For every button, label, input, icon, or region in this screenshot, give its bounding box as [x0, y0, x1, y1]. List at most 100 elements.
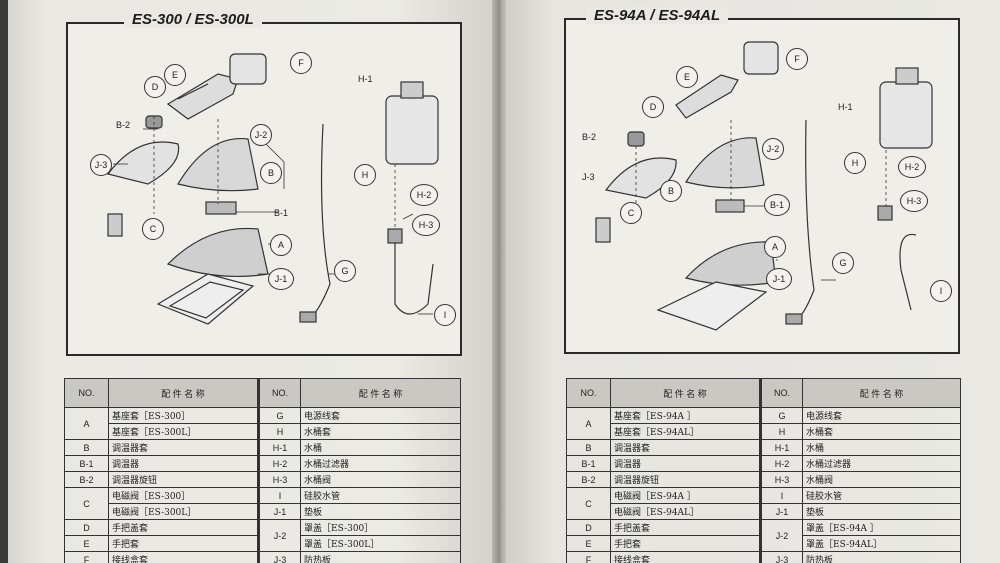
- left-label-h1: H-1: [358, 74, 373, 84]
- header-no: NO.: [257, 378, 301, 408]
- header-name: 配 件 名 称: [108, 378, 259, 408]
- part-code: D: [64, 519, 109, 536]
- part-name: 调温器套: [610, 439, 761, 456]
- part-code: B: [64, 439, 109, 456]
- right-callout-d: D: [642, 96, 664, 118]
- part-name: 硅胶水管: [802, 487, 961, 504]
- table-row: D 手把盖套 J-2 罩盖［ES-300］: [64, 519, 461, 552]
- part-name: 水桶套: [802, 423, 961, 440]
- left-label-b2: B-2: [116, 120, 131, 130]
- part-name: 罩盖［ES-94A ］: [802, 519, 961, 536]
- table-row: C 电磁阀［ES-94A ］ I 硅胶水管: [566, 487, 961, 520]
- right-callout-g: G: [832, 252, 854, 274]
- right-callout-f: F: [786, 48, 808, 70]
- left-callout-d: D: [144, 76, 166, 98]
- part-code: H-1: [257, 439, 301, 456]
- part-name: 垫板: [300, 503, 461, 520]
- left-callout-h: H: [354, 164, 376, 186]
- left-callout-j1: J-1: [268, 268, 294, 290]
- table-row: C 电磁阀［ES-300］ I 硅胶水管: [64, 487, 461, 520]
- part-name: 手把套: [108, 535, 259, 552]
- part-name: 接线盒套: [610, 551, 761, 563]
- part-code: J-2: [257, 519, 301, 552]
- part-name: 水桶过滤器: [802, 455, 961, 472]
- part-name: 电磁阀［ES-94A ］: [610, 487, 761, 504]
- right-exploded-diagram: [595, 41, 933, 331]
- left-label-b1: B-1: [274, 208, 289, 218]
- part-name: 电源线套: [300, 407, 461, 424]
- right-callout-b1: B-1: [764, 194, 790, 216]
- part-name: 罩盖［ES-300L］: [300, 535, 461, 552]
- part-code: H: [759, 423, 803, 440]
- part-name: 基座套［ES-300］: [108, 407, 259, 424]
- left-callout-h2: H-2: [410, 184, 438, 206]
- table-row: F 接线盒套 J-3 防热板: [64, 551, 461, 563]
- part-code: I: [759, 487, 803, 504]
- header-no: NO.: [64, 378, 109, 408]
- table-header-row: NO. 配 件 名 称 NO. 配 件 名 称: [566, 378, 961, 408]
- part-name: 调温器: [610, 455, 761, 472]
- table-header-row: NO. 配 件 名 称 NO. 配 件 名 称: [64, 378, 461, 408]
- right-page: ES-94A / ES-94AL: [506, 0, 1000, 563]
- right-callout-h: H: [844, 152, 866, 174]
- right-diagram-frame: ES-94A / ES-94AL: [564, 7, 960, 354]
- right-callout-j1: J-1: [766, 268, 792, 290]
- left-diagram-frame: ES-300 / ES-300L: [66, 11, 462, 356]
- table-row: A 基座套［ES-94A ］ G 电源线套: [566, 407, 961, 440]
- part-code: G: [257, 407, 301, 424]
- part-code: J-3: [257, 551, 301, 563]
- part-name: 水桶: [802, 439, 961, 456]
- table-row: 基座套［ES-94AL］ H 水桶套: [567, 423, 961, 440]
- left-callout-e: E: [164, 64, 186, 86]
- header-no: NO.: [566, 378, 611, 408]
- right-callout-e: E: [676, 66, 698, 88]
- table-row: B-1 调温器 H-2 水桶过滤器: [64, 455, 461, 472]
- left-callout-a: A: [270, 234, 292, 256]
- right-callout-j2: J-2: [762, 138, 784, 160]
- part-code: H-2: [257, 455, 301, 472]
- part-code: D: [566, 519, 611, 536]
- part-code: F: [566, 551, 611, 563]
- part-code: B-1: [566, 455, 611, 472]
- part-code: C: [64, 487, 109, 520]
- part-name: 手把套: [610, 535, 761, 552]
- table-row: B-1 调温器 H-2 水桶过滤器: [566, 455, 961, 472]
- part-code: J-3: [759, 551, 803, 563]
- part-name: 水桶套: [300, 423, 461, 440]
- left-page: ES-300 / ES-300L: [8, 0, 494, 563]
- part-code: C: [566, 487, 611, 520]
- right-callout-h3: H-3: [900, 190, 928, 212]
- part-code: B: [566, 439, 611, 456]
- part-name: 电磁阀［ES-94AL］: [610, 503, 761, 520]
- part-code: J-1: [759, 503, 803, 520]
- part-name: 接线盒套: [108, 551, 259, 563]
- part-code: J-2: [759, 519, 803, 552]
- part-code: E: [566, 535, 611, 552]
- left-parts-table: NO. 配 件 名 称 NO. 配 件 名 称 A 基座套［ES-300］ G …: [64, 378, 461, 563]
- part-code: I: [257, 487, 301, 504]
- part-name: 电磁阀［ES-300L］: [108, 503, 259, 520]
- left-callout-f: F: [290, 52, 312, 74]
- part-code: J-1: [257, 503, 301, 520]
- part-name: 水桶阀: [802, 471, 961, 488]
- table-row: 电磁阀［ES-94AL］ J-1 垫板: [567, 503, 961, 520]
- part-code: B-2: [566, 471, 611, 488]
- part-name: 硅胶水管: [300, 487, 461, 504]
- left-exploded-diagram: [106, 53, 439, 325]
- part-name: 调温器: [108, 455, 259, 472]
- part-name: 基座套［ES-94AL］: [610, 423, 761, 440]
- part-name: 罩盖［ES-94AL］: [802, 535, 961, 552]
- table-row: 基座套［ES-300L］ H 水桶套: [65, 423, 461, 440]
- part-code: H: [257, 423, 301, 440]
- right-callout-a: A: [764, 236, 786, 258]
- booklet-spine: [492, 0, 508, 563]
- left-callout-g: G: [334, 260, 356, 282]
- table-row: B-2 调温器旋钮 H-3 水桶阀: [64, 471, 461, 488]
- part-code: B-1: [64, 455, 109, 472]
- part-code: H-3: [759, 471, 803, 488]
- right-callout-b: B: [660, 180, 682, 202]
- table-row: D 手把盖套 J-2 罩盖［ES-94A ］: [566, 519, 961, 552]
- right-callout-h2: H-2: [898, 156, 926, 178]
- part-name: 电源线套: [802, 407, 961, 424]
